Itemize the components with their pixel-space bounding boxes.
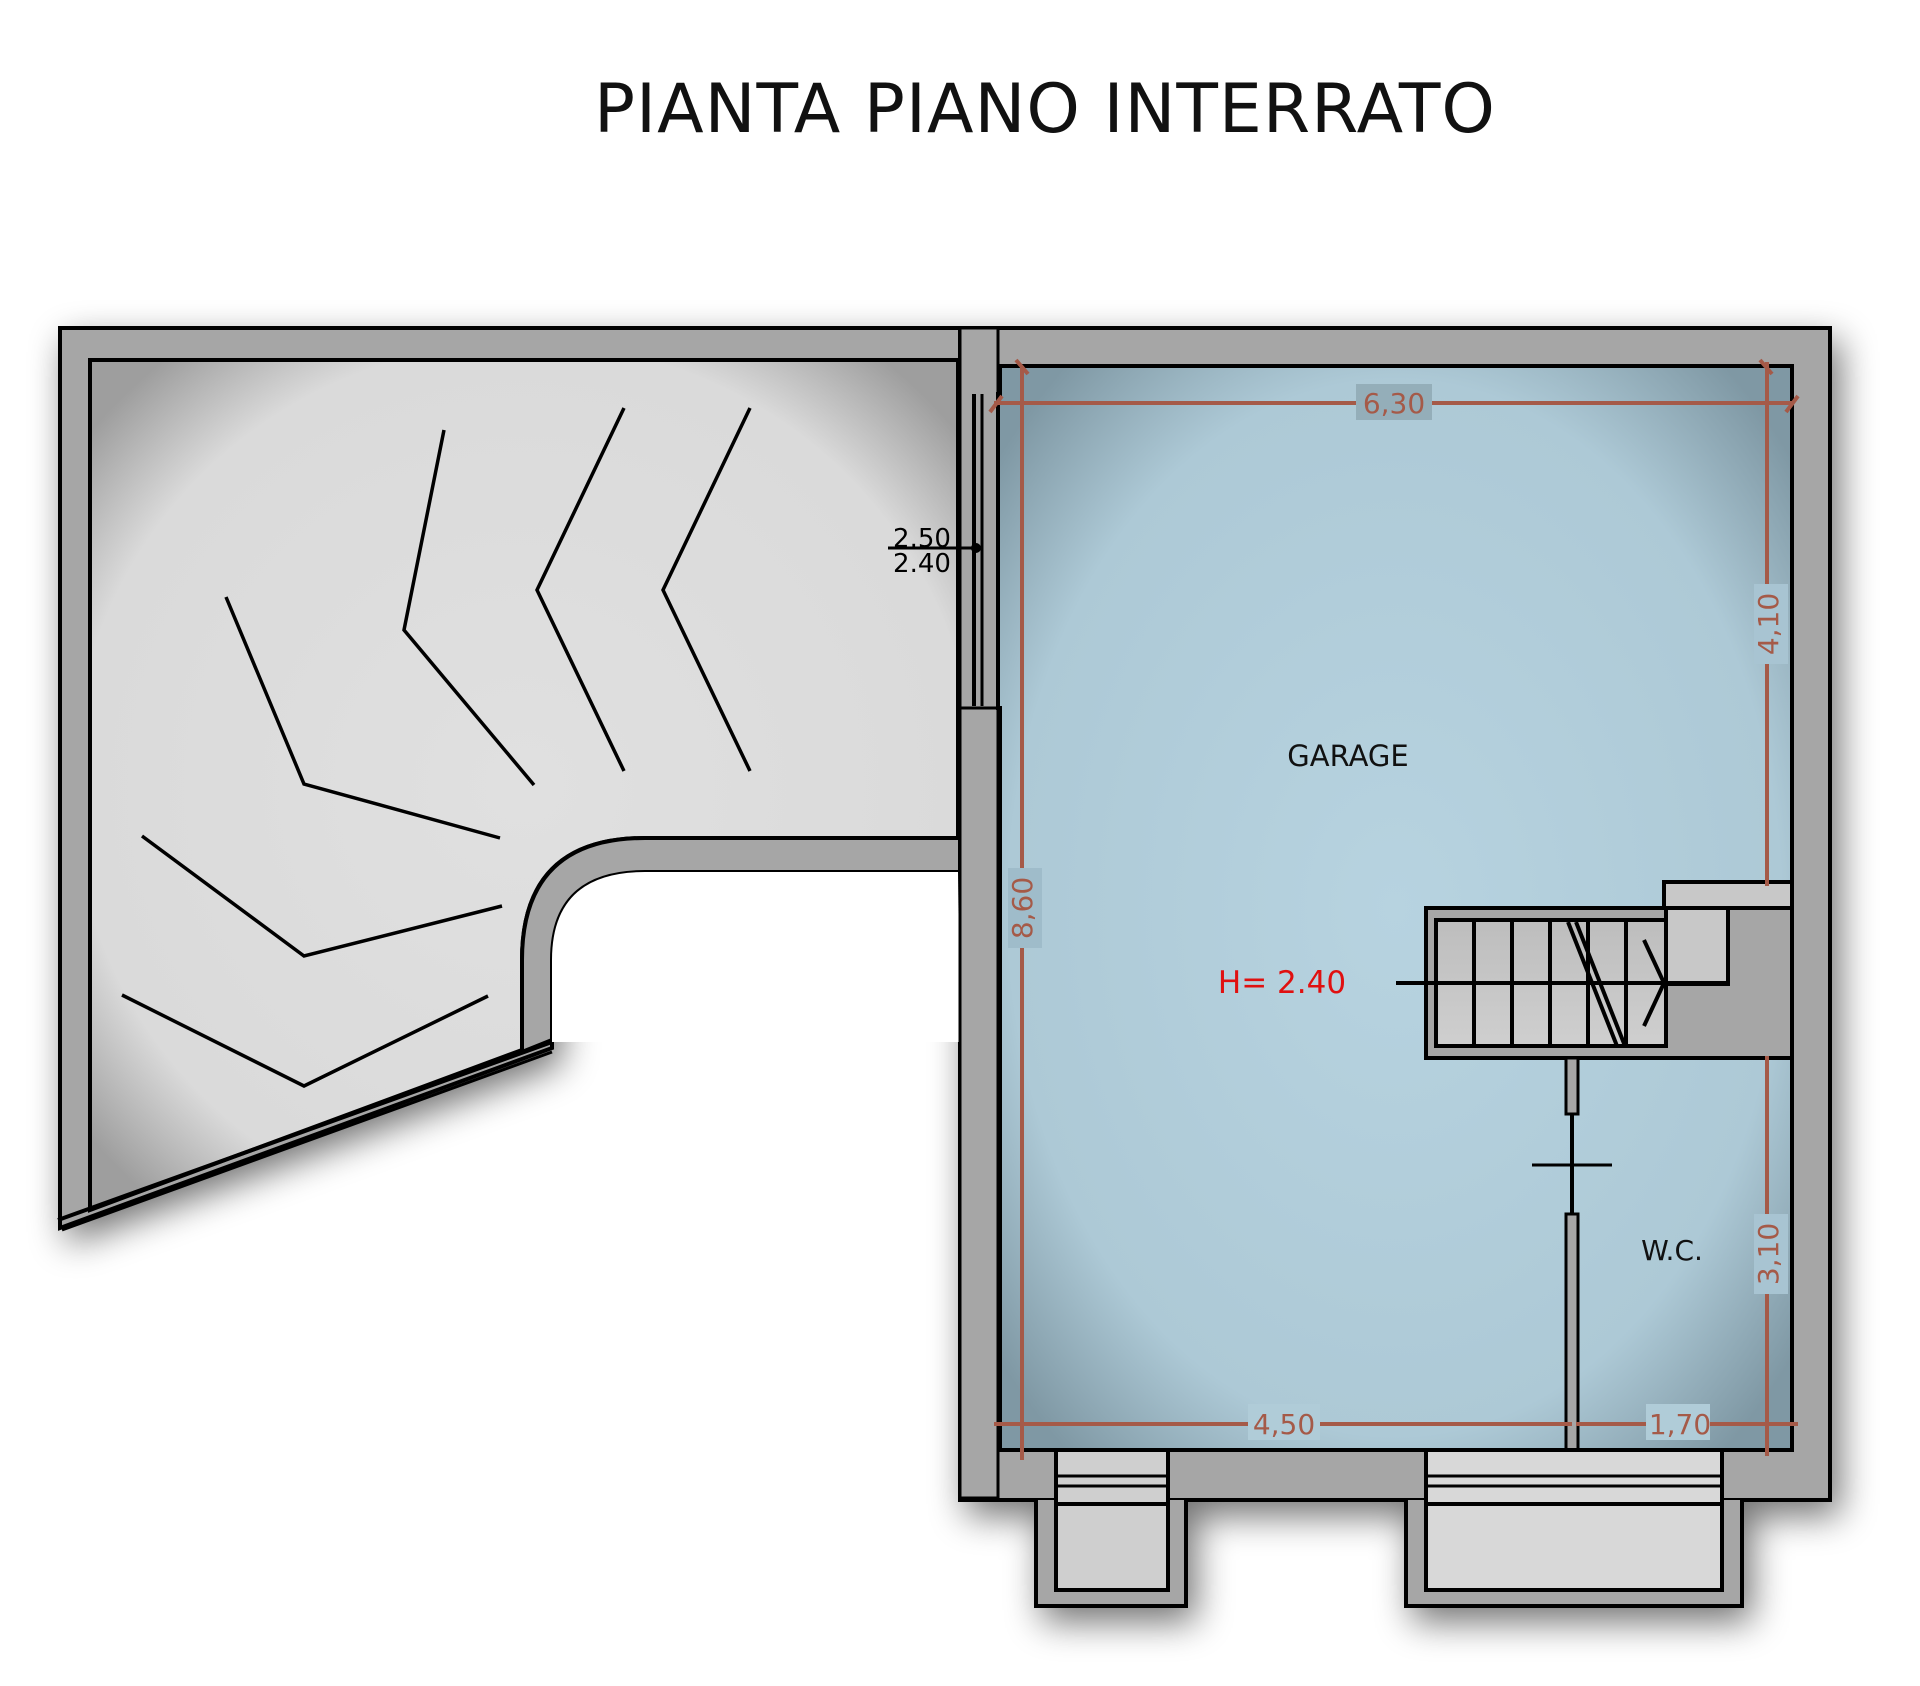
dim-bottom-right: 1,70 bbox=[1649, 1408, 1711, 1441]
ceiling-height-note: H= 2.40 bbox=[1218, 965, 1346, 1001]
level-lower: 2.40 bbox=[893, 549, 951, 579]
ramp-floor bbox=[88, 358, 960, 1213]
ramp-direction-arrows bbox=[121, 407, 752, 1088]
room-label-wc: W.C. bbox=[1641, 1234, 1703, 1267]
dim-upper-depth: 4,10 bbox=[1752, 593, 1785, 655]
light-wells bbox=[1054, 1448, 1724, 1592]
plan-title: PIANTA PIANO INTERRATO bbox=[594, 70, 1496, 149]
room-label-garage: GARAGE bbox=[1287, 739, 1408, 773]
dim-wc-depth: 3,10 bbox=[1752, 1223, 1785, 1285]
wc-partition bbox=[1532, 1056, 1792, 1468]
dim-garage-width: 6,30 bbox=[1363, 387, 1425, 420]
dim-garage-depth: 8,60 bbox=[1006, 877, 1039, 939]
dim-bottom-left: 4,50 bbox=[1253, 1408, 1315, 1441]
level-marker: 2.50 2.40 bbox=[888, 524, 981, 579]
dimension-labels: 6,30 4,50 1,70 8,60 4,10 3,10 bbox=[1006, 384, 1788, 1441]
staircase bbox=[1396, 880, 1794, 1060]
garage-floor bbox=[996, 364, 1794, 1452]
level-upper: 2.50 bbox=[893, 524, 951, 554]
